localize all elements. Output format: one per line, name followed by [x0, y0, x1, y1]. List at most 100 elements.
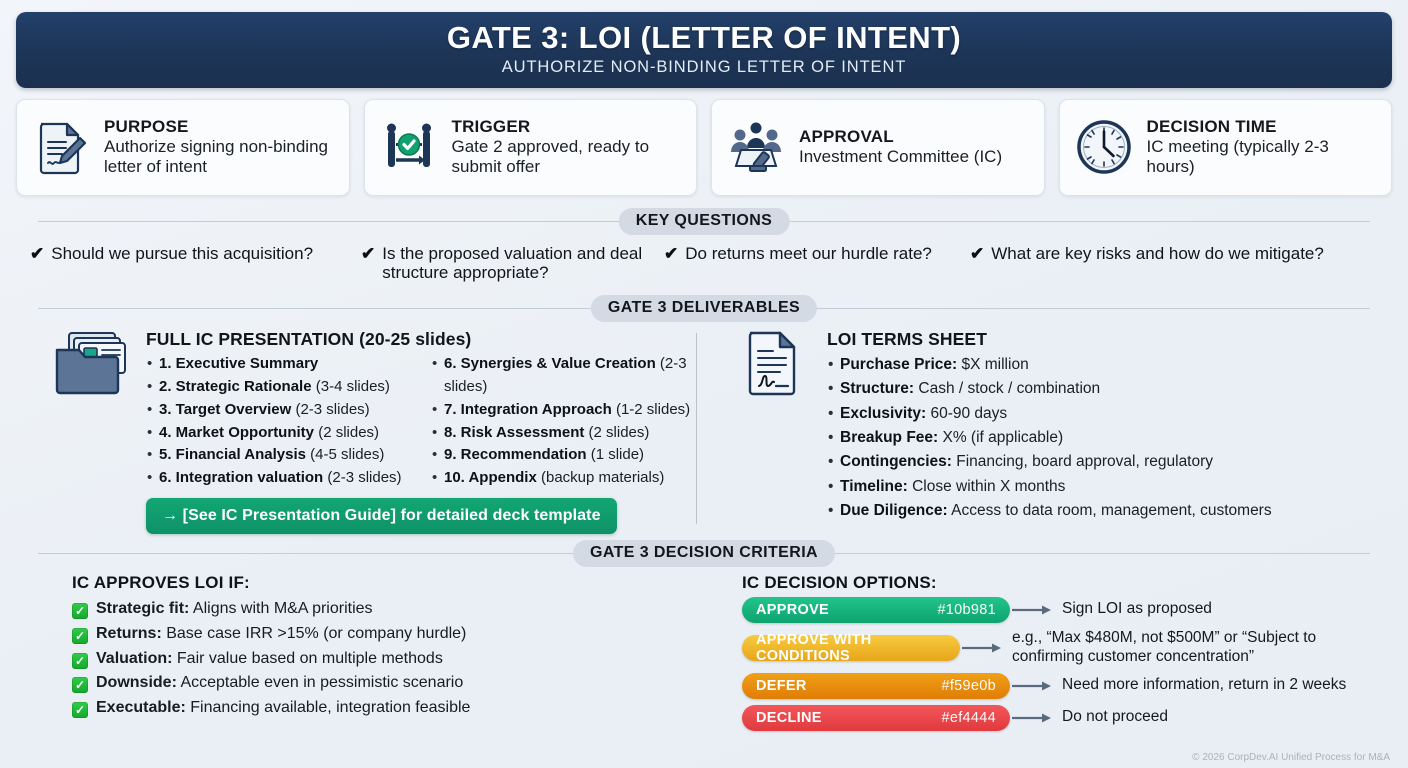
- list-item: Contingencies: Financing, board approval…: [827, 450, 1384, 475]
- card-title: APPROVAL: [799, 126, 894, 146]
- list-item: 6. Synergies & Value Creation (2-3 slide…: [431, 353, 696, 399]
- green-check-icon: ✓: [72, 702, 88, 719]
- green-check-icon: ✓: [72, 677, 88, 694]
- badge-label: APPROVE: [756, 601, 830, 618]
- arrow-icon: [962, 643, 1001, 653]
- document-pen-icon: [29, 115, 93, 179]
- gate-check-icon: [377, 115, 441, 179]
- deliverable-heading: LOI TERMS SHEET: [827, 329, 987, 350]
- list-item: 6. Integration valuation (2-3 slides): [146, 467, 411, 490]
- option-description: Need more information, return in 2 weeks: [1062, 676, 1347, 694]
- deliverable-ic-presentation: FULL IC PRESENTATION (20-25 slides) 1. E…: [24, 329, 696, 534]
- page-subtitle: AUTHORIZE NON-BINDING LETTER OF INTENT: [501, 57, 907, 76]
- summary-cards: PURPOSE Authorize signing non-binding le…: [16, 98, 1392, 196]
- option-description: e.g., “Max $480M, not $500M” or “Subject…: [1012, 628, 1317, 665]
- list-item: ✓Returns: Base case IRR >15% (or company…: [72, 622, 700, 647]
- list-item: ✓Valuation: Fair value based on multiple…: [72, 647, 700, 672]
- section-title-deliverables: GATE 3 DELIVERABLES: [590, 295, 818, 323]
- list-item: 7. Integration Approach (1-2 slides): [431, 399, 696, 422]
- list-item: 9. Recommendation (1 slide): [431, 444, 696, 467]
- list-item: ✓Strategic fit: Aligns with M&A prioriti…: [72, 597, 700, 622]
- decision-option-defer: DEFER #f59e0b Need more information, ret…: [742, 672, 1370, 699]
- list-item: 2. Strategic Rationale (3-4 slides): [146, 376, 411, 399]
- section-title-key-questions: KEY QUESTIONS: [618, 207, 790, 235]
- section-title-decision-criteria: GATE 3 DECISION CRITERIA: [573, 539, 835, 567]
- card-approval: APPROVAL Investment Committee (IC): [711, 98, 1045, 196]
- presentation-list-col2: 6. Synergies & Value Creation (2-3 slide…: [431, 353, 696, 490]
- card-desc: IC meeting (typically 2-3 hours): [1146, 137, 1329, 177]
- ic-approves-list: ✓Strategic fit: Aligns with M&A prioriti…: [72, 597, 700, 721]
- option-description: Do not proceed: [1062, 708, 1168, 726]
- list-item: Breakup Fee: X% (if applicable): [827, 426, 1384, 451]
- list-item: Timeline: Close within X months: [827, 475, 1384, 500]
- decision-criteria-section: IC APPROVES LOI IF: ✓Strategic fit: Alig…: [16, 573, 1392, 737]
- list-item: 10. Appendix (backup materials): [431, 467, 696, 490]
- section-band-key-questions: KEY QUESTIONS: [16, 207, 1392, 235]
- card-trigger: TRIGGER Gate 2 approved, ready to submit…: [363, 98, 697, 196]
- list-item: ✓Executable: Financing available, integr…: [72, 696, 700, 721]
- check-icon: ✔: [361, 243, 376, 263]
- decision-option-decline: DECLINE #ef4444 Do not proceed: [742, 704, 1370, 731]
- badge-hex: #f59e0b: [941, 677, 996, 694]
- arrow-icon: [1012, 681, 1051, 691]
- status-badge-approve[interactable]: APPROVE #10b981: [742, 596, 1010, 623]
- list-item: 8. Risk Assessment (2 slides): [431, 422, 696, 445]
- green-check-icon: ✓: [72, 652, 88, 669]
- status-badge-defer[interactable]: DEFER #f59e0b: [742, 672, 1010, 699]
- badge-hex: #10b981: [937, 601, 996, 618]
- decision-option-approve-with-conditions: APPROVE WITH CONDITIONS e.g., “Max $480M…: [742, 629, 1370, 667]
- card-title: DECISION TIME: [1146, 116, 1277, 136]
- list-item: 3. Target Overview (2-3 slides): [146, 399, 411, 422]
- terms-sheet-list: Purchase Price: $X million Structure: Ca…: [827, 353, 1384, 524]
- deliverable-loi-terms-sheet: LOI TERMS SHEET Purchase Price: $X milli…: [697, 329, 1384, 534]
- ic-presentation-guide-button[interactable]: → [See IC Presentation Guide] for detail…: [146, 497, 617, 534]
- badge-label: APPROVE WITH CONDITIONS: [756, 631, 872, 664]
- status-badge-approve-with-conditions[interactable]: APPROVE WITH CONDITIONS: [742, 631, 960, 664]
- list-item: 5. Financial Analysis (4-5 slides): [146, 444, 411, 467]
- list-item: Exclusivity: 60-90 days: [827, 402, 1384, 427]
- list-item: 4. Market Opportunity (2 slides): [146, 422, 411, 445]
- check-icon: ✔: [664, 243, 679, 263]
- committee-gavel-icon: [724, 115, 788, 179]
- key-question-item: ✔ Do returns meet our hurdle rate?: [664, 244, 957, 264]
- decision-options-list: APPROVE #10b981 Sign LOI as proposed APP…: [742, 596, 1370, 731]
- key-question-item: ✔ Is the proposed valuation and deal str…: [361, 244, 651, 283]
- key-questions-list: ✔ Should we pursue this acquisition? ✔ I…: [16, 244, 1392, 283]
- card-title: PURPOSE: [104, 116, 189, 136]
- list-item: Structure: Cash / stock / combination: [827, 377, 1384, 402]
- clock-icon: [1072, 115, 1136, 179]
- arrow-icon: [1012, 713, 1051, 723]
- card-title: TRIGGER: [451, 116, 531, 136]
- card-decision-time: DECISION TIME IC meeting (typically 2-3 …: [1058, 98, 1392, 196]
- check-icon: ✔: [30, 243, 45, 263]
- status-badge-decline[interactable]: DECLINE #ef4444: [742, 704, 1010, 731]
- arrow-icon: [1012, 605, 1051, 615]
- page-header-banner: GATE 3: LOI (LETTER OF INTENT) AUTHORIZE…: [16, 12, 1392, 88]
- ic-decision-options-column: IC DECISION OPTIONS: APPROVE #10b981 Sig…: [734, 573, 1370, 737]
- ic-approves-heading: IC APPROVES LOI IF:: [72, 572, 250, 592]
- column-divider: [696, 333, 697, 524]
- presentation-list-col1: 1. Executive Summary 2. Strategic Ration…: [146, 353, 411, 490]
- section-band-decision-criteria: GATE 3 DECISION CRITERIA: [16, 539, 1392, 567]
- card-purpose: PURPOSE Authorize signing non-binding le…: [16, 98, 350, 196]
- key-question-text: What are key risks and how do we mitigat…: [991, 243, 1324, 263]
- green-check-icon: ✓: [72, 602, 88, 619]
- green-check-icon: ✓: [72, 627, 88, 644]
- option-description: Sign LOI as proposed: [1062, 600, 1212, 618]
- key-question-item: ✔ Should we pursue this acquisition?: [30, 244, 348, 264]
- deliverables-section: FULL IC PRESENTATION (20-25 slides) 1. E…: [16, 329, 1392, 534]
- page-title: GATE 3: LOI (LETTER OF INTENT): [446, 20, 962, 55]
- key-question-text: Do returns meet our hurdle rate?: [685, 243, 932, 263]
- card-desc: Gate 2 approved, ready to submit offer: [451, 137, 650, 177]
- badge-label: DECLINE: [756, 709, 822, 726]
- decision-option-approve: APPROVE #10b981 Sign LOI as proposed: [742, 596, 1370, 623]
- slides-folder-icon: [50, 329, 134, 403]
- list-item: ✓Downside: Acceptable even in pessimisti…: [72, 671, 700, 696]
- key-question-text: Should we pursue this acquisition?: [51, 243, 314, 263]
- badge-label: DEFER: [756, 677, 807, 694]
- ic-approves-column: IC APPROVES LOI IF: ✓Strategic fit: Alig…: [38, 573, 700, 737]
- signed-document-icon: [731, 329, 815, 403]
- list-item: 1. Executive Summary: [146, 353, 411, 376]
- section-band-deliverables: GATE 3 DELIVERABLES: [16, 295, 1392, 323]
- list-item: Due Diligence: Access to data room, mana…: [827, 499, 1384, 524]
